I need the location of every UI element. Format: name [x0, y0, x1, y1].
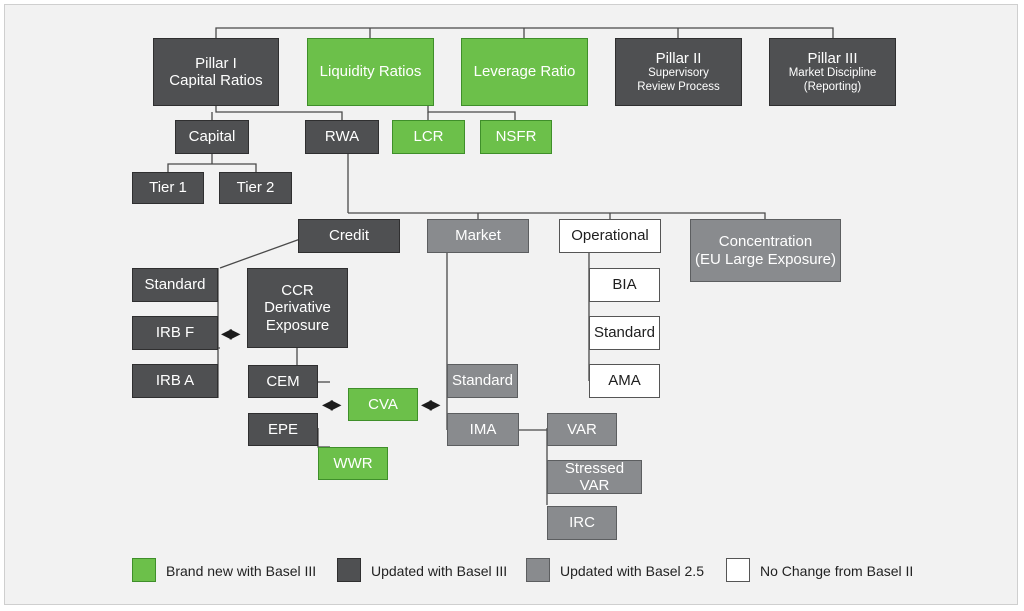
legend-swatch-mid: [526, 558, 550, 582]
double-arrow-icon: ◀▶: [221, 325, 240, 341]
irb-f-label: IRB F: [155, 324, 195, 342]
lcr-label: LCR: [413, 128, 444, 146]
double-arrow-icon: ◀▶: [421, 396, 440, 412]
legend-swatch-dark: [337, 558, 361, 582]
operational-standard-label: Standard: [594, 324, 655, 342]
leverage-ratio-box: Leverage Ratio: [461, 38, 588, 106]
pillar-1-box: Pillar I Capital Ratios: [153, 38, 279, 106]
tier-2-label: Tier 2: [236, 179, 275, 197]
legend-label-no-change: No Change from Basel II: [760, 563, 914, 579]
var-label: VAR: [567, 420, 597, 438]
pillar-2-line1: Supervisory: [648, 67, 709, 80]
cem-box: CEM: [248, 365, 318, 398]
irb-a-label: IRB A: [155, 372, 195, 390]
pillar-3-title: Pillar III: [807, 50, 858, 68]
lcr-box: LCR: [392, 120, 465, 154]
market-standard-label: Standard: [452, 372, 513, 390]
tier-1-box: Tier 1: [132, 172, 204, 204]
irb-f-box: IRB F: [132, 316, 218, 350]
nsfr-label: NSFR: [495, 128, 537, 146]
market-standard-box: Standard: [447, 364, 518, 398]
cva-label: CVA: [368, 395, 398, 413]
concentration-box: Concentration (EU Large Exposure): [690, 219, 841, 282]
wwr-label: WWR: [333, 454, 373, 472]
pillar-2-title: Pillar II: [655, 50, 702, 68]
cva-box: CVA: [348, 388, 418, 421]
legend-label-updated-basel-3: Updated with Basel III: [371, 563, 508, 579]
operational-standard-box: Standard: [589, 316, 660, 350]
capital-box: Capital: [175, 120, 249, 154]
bia-label: BIA: [612, 276, 637, 294]
operational-label: Operational: [571, 227, 649, 245]
concentration-line2: (EU Large Exposure): [695, 250, 836, 268]
pillar-1-title: Pillar I: [195, 54, 237, 72]
cem-label: CEM: [266, 372, 300, 390]
tier-1-label: Tier 1: [149, 179, 187, 197]
stressed-var-box: Stressed VAR: [547, 460, 642, 494]
legend-label-updated-basel-2-5: Updated with Basel 2.5: [560, 563, 704, 579]
var-box: VAR: [547, 413, 617, 446]
leverage-ratio-label: Leverage Ratio: [473, 63, 576, 81]
capital-label: Capital: [188, 128, 236, 146]
ima-label: IMA: [469, 420, 497, 438]
nsfr-box: NSFR: [480, 120, 552, 154]
tier-2-box: Tier 2: [219, 172, 292, 204]
ccr-line3: Exposure: [265, 316, 330, 334]
legend-label-brand-new: Brand new with Basel III: [166, 563, 317, 579]
rwa-label: RWA: [324, 128, 360, 146]
credit-standard-label: Standard: [144, 276, 206, 294]
pillar-1-subtitle: Capital Ratios: [169, 72, 263, 89]
pillar-2-line2: Review Process: [637, 80, 720, 93]
pillar-2-box: Pillar II Supervisory Review Process: [615, 38, 742, 106]
market-label: Market: [455, 227, 501, 245]
operational-box: Operational: [559, 219, 661, 253]
legend-swatch-white: [726, 558, 750, 582]
concentration-line1: Concentration: [718, 233, 813, 251]
ama-label: AMA: [608, 372, 641, 390]
double-arrow-icon: ◀▶: [322, 396, 341, 412]
ama-box: AMA: [589, 364, 660, 398]
pillar-3-line2: (Reporting): [803, 80, 862, 93]
ccr-derivative-exposure-box: CCR Derivative Exposure: [247, 268, 348, 348]
credit-label: Credit: [328, 227, 369, 245]
pillar-3-line1: Market Discipline: [788, 67, 877, 80]
rwa-box: RWA: [305, 120, 379, 154]
irb-a-box: IRB A: [132, 364, 218, 398]
liquidity-ratios-box: Liquidity Ratios: [307, 38, 434, 106]
irc-box: IRC: [547, 506, 617, 540]
ccr-line2: Derivative: [264, 299, 331, 317]
epe-label: EPE: [267, 420, 298, 438]
wwr-box: WWR: [318, 447, 388, 480]
legend-swatch-green: [132, 558, 156, 582]
credit-box: Credit: [298, 219, 400, 253]
stressed-var-label: Stressed VAR: [564, 459, 625, 494]
pillar-3-box: Pillar III Market Discipline (Reporting): [769, 38, 896, 106]
ccr-line1: CCR: [281, 282, 314, 300]
credit-standard-box: Standard: [132, 268, 218, 302]
market-box: Market: [427, 219, 529, 253]
bia-box: BIA: [589, 268, 660, 302]
liquidity-ratios-label: Liquidity Ratios: [319, 63, 422, 81]
irc-label: IRC: [569, 514, 595, 532]
epe-box: EPE: [248, 413, 318, 446]
ima-box: IMA: [447, 413, 519, 446]
